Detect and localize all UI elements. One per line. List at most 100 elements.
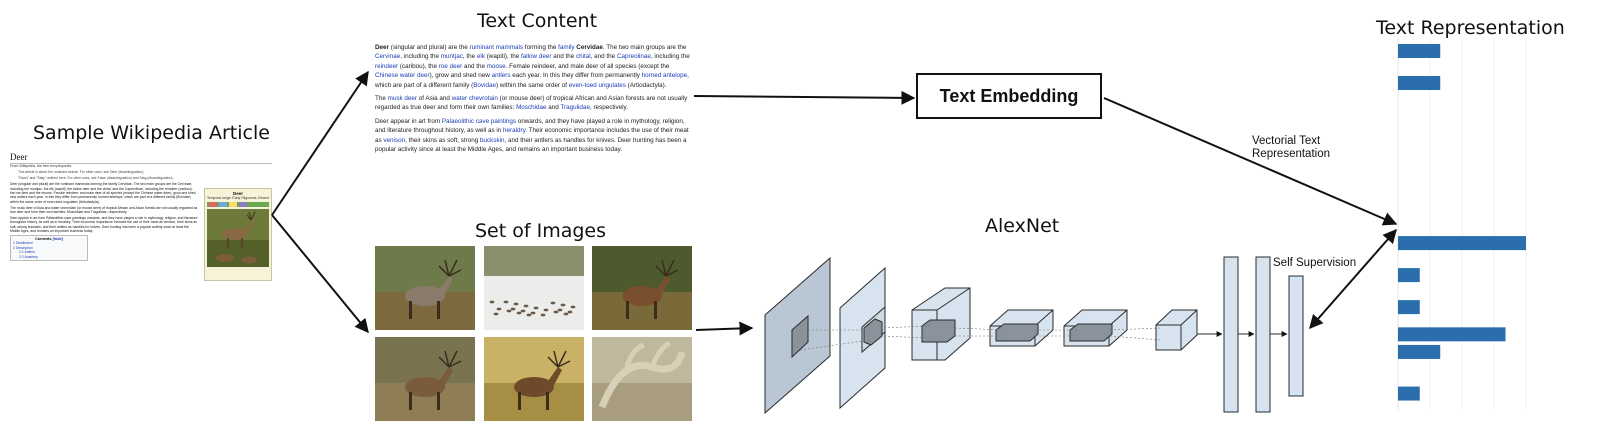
text-segment: , including the (400, 53, 441, 61)
text-segment: (wapiti), the (484, 53, 521, 61)
cnn-kernel-4 (995, 323, 1039, 342)
wiki-link[interactable]: fallow deer (521, 53, 552, 61)
text-segment: . Female reindeer, and male deer of all … (505, 62, 670, 70)
deer-grass-photo (484, 337, 584, 421)
representation-bar (1398, 268, 1420, 283)
wiki-link[interactable]: moose (486, 62, 506, 70)
wiki-table-of-contents: Contents [hide] 1 Distribution 2 Descrip… (10, 235, 88, 261)
infobox-title: Deer (232, 191, 243, 196)
wiki-link[interactable]: Tragulidae (560, 104, 590, 112)
text-segment: ), grow and shed new (429, 72, 492, 80)
wiki-link[interactable]: even-toed ungulates (568, 81, 626, 89)
wiki-paragraph-1: Deer (singular and plural) are the rumin… (10, 182, 196, 204)
wiki-link[interactable]: elk (476, 53, 485, 61)
wiki-link[interactable]: antlers (491, 72, 511, 80)
wiki-link[interactable]: roe deer (438, 62, 463, 70)
wiki-link[interactable]: chital (575, 53, 591, 61)
text-segment: and the (551, 53, 576, 61)
arrow-self-supervision (1309, 228, 1397, 330)
text-segment: (singular and plural) are the (389, 44, 470, 51)
wiki-article-title: Sample Wikipedia Article (33, 122, 270, 144)
cnn-kernel-3 (921, 319, 956, 343)
alexnet-diagram (764, 256, 1304, 415)
text-content-paragraph-1: Deer (singular and plural) are the rumin… (375, 43, 690, 90)
toc-item[interactable]: 2.2 Anatomy (19, 254, 38, 259)
fc-layer-3 (1288, 275, 1304, 397)
toc-item[interactable]: 2.1 Antlers (19, 250, 36, 255)
wiki-article-thumbnail: Deer From Wikipedia, the free encycloped… (10, 152, 272, 280)
representation-bar (1398, 44, 1441, 58)
wiki-link[interactable]: reindeer (375, 62, 399, 70)
wiki-link[interactable]: Palaeolithic cave paintings (441, 117, 517, 125)
arrow-images-to-network (695, 321, 754, 336)
toc-title: Contents (35, 237, 52, 242)
text-segment: of Asia and (417, 95, 452, 103)
text-segment: (or mouse deer) of tropical African and … (375, 95, 688, 112)
arrow-wiki-to-text (271, 70, 369, 216)
wiki-link[interactable]: ruminant mammals (469, 44, 524, 51)
text-segment: and (546, 104, 561, 112)
representation-bar (1398, 300, 1420, 315)
wiki-link[interactable]: antelope (662, 72, 688, 80)
herd-snow-photo (484, 246, 584, 330)
wiki-link[interactable]: venison (383, 136, 406, 144)
text-segment: . Their economic importance includes the… (375, 127, 689, 144)
reindeer-photo (375, 246, 475, 330)
vectorial-text-label: Vectorial Text Representation (1252, 135, 1330, 161)
wiki-hatnote-2: "Fawn" and "Stag" redirect here. For oth… (18, 175, 174, 180)
toc-hide-link[interactable]: [hide] (52, 237, 63, 242)
wiki-link[interactable]: horned (641, 72, 662, 80)
wiki-paragraph-3: Deer appear in art from Palaeolithic cav… (10, 216, 198, 234)
fc-layer-1 (1223, 256, 1239, 413)
text-segment: Deer (375, 44, 390, 51)
vectorial-text-label-line-2: Representation (1252, 148, 1330, 160)
wiki-link[interactable]: Cervinae (375, 53, 401, 61)
text-segment: , which are part of a different family ( (375, 72, 689, 89)
wiki-link[interactable]: heraldry (503, 127, 526, 135)
wiki-link[interactable]: buckskin (480, 136, 505, 144)
text-embedding-box: Text Embedding (916, 73, 1102, 119)
wiki-link[interactable]: water chevrotain (451, 95, 498, 103)
text-content-title: Text Content (477, 10, 598, 32)
text-segment: Deer appear in art from (375, 117, 442, 125)
text-segment: forming the (523, 44, 559, 51)
wiki-link[interactable]: Moschidae (516, 104, 547, 112)
text-segment: (caribou), the (398, 62, 439, 70)
text-segment: , and the (590, 53, 617, 61)
wiki-hatnote-1: This article is about the ruminant anima… (18, 170, 145, 174)
cnn-kernel-1 (791, 314, 809, 359)
images-title: Set of Images (475, 220, 606, 242)
red-stag-photo (592, 246, 692, 330)
wiki-link[interactable]: musk deer (387, 95, 418, 103)
whitetail-buck-photo (375, 337, 475, 421)
wiki-link[interactable]: Chinese water deer (375, 72, 430, 80)
wiki-from-line: From Wikipedia, the free encyclopedia (10, 164, 72, 168)
wiki-link[interactable]: family (558, 44, 575, 51)
fc-layer-2 (1255, 256, 1271, 413)
text-segment: . The two main groups are the (602, 44, 687, 51)
text-segment: (Artiodactyla). (625, 81, 667, 89)
infobox-subtitle: Temporal range: Early Oligocene–Recent (206, 196, 269, 200)
toc-item[interactable]: 2 Description (13, 245, 33, 250)
text-segment: , respectively. (589, 104, 628, 112)
text-segment: ) within the same order of (496, 81, 569, 89)
text-segment: onwards, and they have played a role in … (375, 117, 685, 135)
toc-item[interactable]: 1 Distribution (13, 241, 33, 246)
text-segment: , and their antlers as handles for knive… (375, 136, 687, 154)
wiki-infobox: Deer Temporal range: Early Oligocene–Rec… (204, 188, 272, 281)
wiki-link[interactable]: muntjac (440, 53, 463, 61)
arrow-embedding-to-representation (1103, 97, 1398, 226)
text-content-paragraph-3: Deer appear in art from Palaeolithic cav… (375, 117, 690, 155)
wiki-link[interactable]: Bovidae (473, 81, 496, 89)
vectorial-text-label-line-1: Vectorial Text (1252, 135, 1321, 147)
cnn-kernel-5 (1069, 323, 1113, 342)
representation-bar (1398, 327, 1506, 342)
text-segment: , their skins as soft, strong (405, 136, 481, 144)
arrow-text-to-embedding (693, 90, 916, 105)
wiki-link[interactable]: Capreolinae (616, 53, 651, 61)
antler-shed-photo (592, 337, 692, 421)
representation-title: Text Representation (1376, 17, 1565, 39)
text-segment: The (375, 95, 388, 103)
text-segment: each year. In this they differ from perm… (510, 72, 642, 80)
